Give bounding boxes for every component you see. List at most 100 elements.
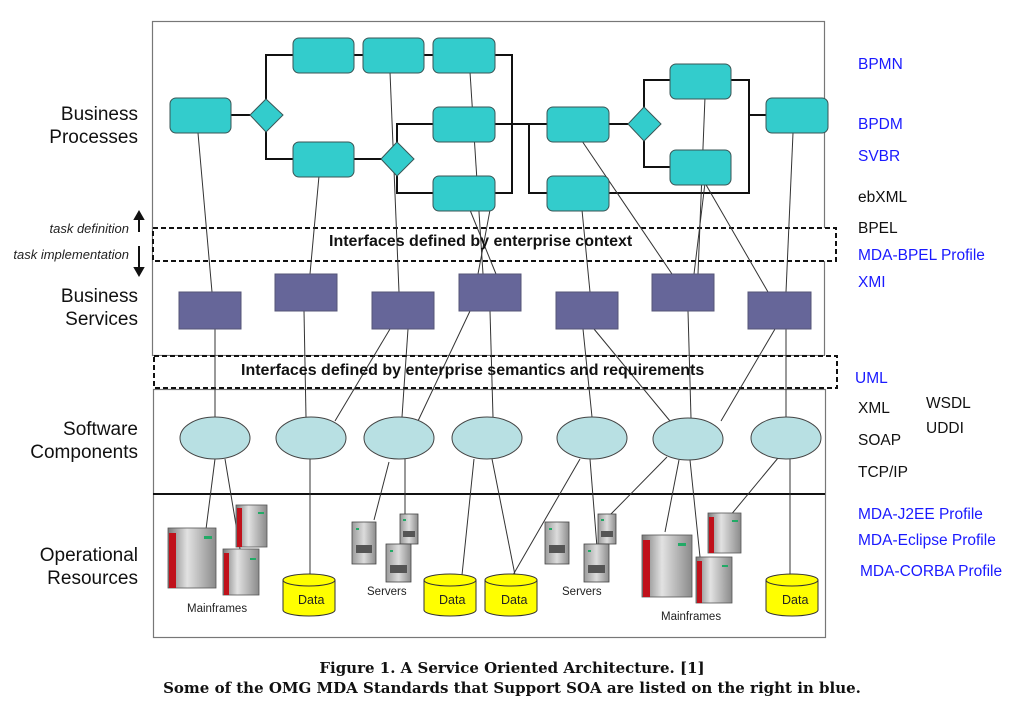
standard-svbr: SVBR <box>858 148 901 165</box>
process-task <box>669 149 732 186</box>
service-box <box>747 291 812 330</box>
component-ellipse <box>179 416 251 460</box>
gateway-diamond <box>380 141 415 177</box>
enterprise-context-label: Interfaces defined by enterprise context <box>329 233 633 250</box>
mainframes-label: Mainframes <box>661 611 722 623</box>
service-box <box>371 291 435 330</box>
task-implementation-note: task implementation <box>13 247 129 262</box>
mainframe-icon <box>707 512 742 554</box>
process-task <box>432 37 496 74</box>
mapping-lines <box>197 71 794 576</box>
layer-label-business-processes: Business Processes <box>8 103 138 149</box>
label-line: Business <box>60 286 138 307</box>
server-icon <box>385 543 412 583</box>
label-line: Components <box>30 442 138 463</box>
mainframe-icon <box>641 534 693 598</box>
standard-bpmn: BPMN <box>858 56 903 73</box>
mainframe-icon <box>695 556 733 604</box>
label-line: Software <box>63 419 138 440</box>
layer-label-software-components: Software Components <box>8 418 138 464</box>
mainframe-icon <box>222 548 260 596</box>
service-box <box>555 291 619 330</box>
service-box <box>458 273 522 312</box>
servers-label: Servers <box>562 586 602 598</box>
server-icon <box>544 521 570 565</box>
server-icon <box>583 543 610 583</box>
label-line: Processes <box>49 127 138 148</box>
service-box <box>178 291 242 330</box>
standard-mda-bpel-profile: MDA-BPEL Profile <box>858 247 985 264</box>
layer-label-operational-resources: Operational Resources <box>8 544 138 590</box>
data-cylinder <box>484 573 538 617</box>
process-task <box>292 141 355 178</box>
standard-uml: UML <box>855 370 888 387</box>
component-ellipse <box>652 417 724 461</box>
standard-xmi: XMI <box>858 274 886 291</box>
process-tasks <box>169 37 829 212</box>
process-task <box>432 175 496 212</box>
process-task <box>432 106 496 143</box>
server-group-right <box>544 513 617 583</box>
component-ellipse <box>451 416 523 460</box>
data-label: Data <box>501 593 528 607</box>
component-ellipse <box>750 416 822 460</box>
process-task <box>546 175 610 212</box>
mainframe-icon <box>235 504 268 548</box>
enterprise-semantics-label: Interfaces defined by enterprise semanti… <box>241 362 705 379</box>
standard-xml: XML <box>858 400 890 417</box>
server-group-left <box>351 513 419 583</box>
component-ellipse <box>275 416 347 460</box>
data-cylinder <box>282 573 336 617</box>
standard-wsdl: WSDL <box>926 395 971 412</box>
layer-label-business-services: Business Services <box>8 285 138 331</box>
figure-caption-subtitle: Some of the OMG MDA Standards that Suppo… <box>163 679 861 697</box>
figure-caption-title: Figure 1. A Service Oriented Architectur… <box>319 659 705 677</box>
component-ellipse <box>556 416 628 460</box>
task-boundary-arrow <box>133 209 145 278</box>
process-task <box>362 37 425 74</box>
lower-frame <box>152 388 827 639</box>
component-ellipse <box>363 416 435 460</box>
process-task <box>169 97 232 134</box>
mainframes-label: Mainframes <box>187 603 248 615</box>
data-cylinder <box>765 573 819 617</box>
servers-label: Servers <box>367 586 407 598</box>
server-icon <box>597 513 617 545</box>
standard-bpel: BPEL <box>858 220 898 237</box>
label-line: Operational <box>39 545 138 566</box>
mainframe-group-right <box>641 512 742 604</box>
data-label: Data <box>298 593 325 607</box>
server-icon <box>351 521 377 565</box>
software-components <box>179 416 822 461</box>
server-icon <box>399 513 419 545</box>
process-task <box>546 106 610 143</box>
standard-bpdm: BPDM <box>858 116 903 133</box>
mainframe-icon <box>167 527 217 589</box>
enterprise-semantics-band <box>153 355 838 389</box>
process-task <box>292 37 355 74</box>
label-line: Services <box>65 309 138 330</box>
standard-soap: SOAP <box>858 432 902 449</box>
standard-mda-j2ee-profile: MDA-J2EE Profile <box>858 506 983 523</box>
standard-ebxml: ebXML <box>858 189 908 206</box>
label-line: Business <box>60 104 138 125</box>
label-line: Resources <box>47 568 138 589</box>
standard-mda-eclipse-profile: MDA-Eclipse Profile <box>858 532 996 549</box>
data-label: Data <box>439 593 466 607</box>
standard-tcpip: TCP/IP <box>858 464 908 481</box>
process-task <box>669 63 732 100</box>
standard-uddi: UDDI <box>926 420 964 437</box>
business-services <box>178 273 812 330</box>
mainframe-group-left <box>167 504 268 596</box>
upper-frame <box>151 20 826 357</box>
process-flow-connectors <box>231 54 766 194</box>
process-gateways <box>249 98 662 177</box>
service-box <box>274 273 338 312</box>
enterprise-context-band <box>152 227 837 262</box>
gateway-diamond <box>249 98 284 133</box>
data-cylinder <box>423 573 477 617</box>
data-stores <box>282 573 819 617</box>
service-box <box>651 273 715 312</box>
data-label: Data <box>782 593 809 607</box>
